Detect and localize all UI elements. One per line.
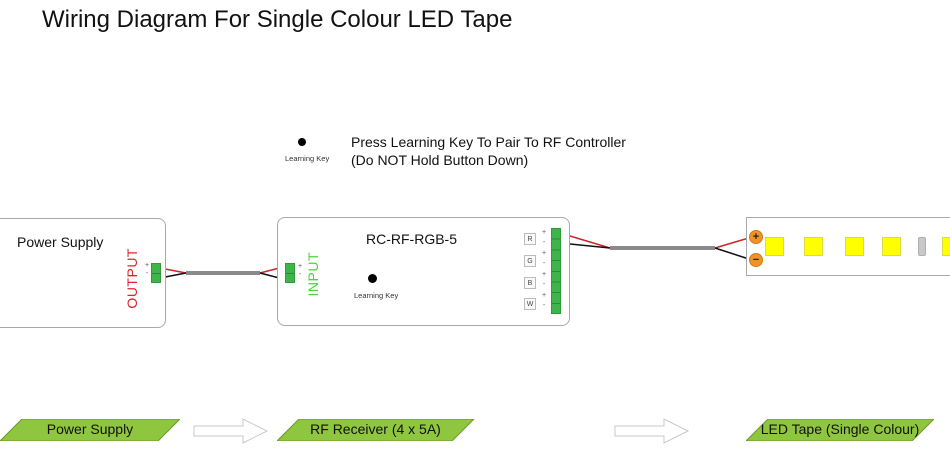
input-port-label: INPUT bbox=[305, 252, 321, 297]
pin-r-negative: - bbox=[542, 239, 546, 246]
rx-input-pin-positive: + bbox=[297, 263, 303, 270]
pin-b-positive: + bbox=[541, 271, 547, 278]
stage-banner-led-tape: LED Tape (Single Colour) bbox=[746, 419, 934, 441]
power-supply-box bbox=[0, 218, 166, 328]
stage-label: Power Supply bbox=[46, 421, 134, 437]
led-chip bbox=[804, 237, 823, 256]
wire-tape-negative bbox=[714, 247, 753, 261]
led-chip bbox=[765, 237, 784, 256]
channel-w-label: W bbox=[524, 298, 536, 310]
rx-output-terminal-block bbox=[551, 228, 561, 314]
pin-w-positive: + bbox=[541, 292, 547, 299]
receiver-model-label: RC-RF-RGB-5 bbox=[366, 231, 457, 247]
instruction-line-2: (Do NOT Hold Button Down) bbox=[351, 152, 529, 168]
learning-key-label: Learning Key bbox=[354, 291, 399, 300]
diagram-title: Wiring Diagram For Single Colour LED Tap… bbox=[42, 6, 513, 33]
wire-tape-positive bbox=[714, 236, 753, 249]
pin-w-negative: - bbox=[542, 302, 546, 309]
resistor bbox=[918, 237, 926, 256]
rx-input-pin-negative: - bbox=[298, 271, 302, 278]
channel-g-label: G bbox=[524, 255, 536, 267]
power-supply-label: Power Supply bbox=[17, 234, 104, 250]
pin-r-positive: + bbox=[541, 229, 547, 236]
pin-g-negative: - bbox=[542, 260, 546, 267]
stage-label: LED Tape (Single Colour) bbox=[760, 421, 920, 437]
flow-arrow-icon bbox=[193, 418, 269, 444]
instruction-line-1: Press Learning Key To Pair To RF Control… bbox=[351, 134, 626, 150]
rx-input-pin-markers: + - bbox=[297, 263, 303, 279]
learning-key-button[interactable] bbox=[368, 274, 377, 283]
pin-g-positive: + bbox=[541, 250, 547, 257]
led-chip bbox=[882, 237, 901, 256]
stage-label: RF Receiver (4 x 5A) bbox=[310, 421, 441, 437]
led-chip bbox=[845, 237, 864, 256]
channel-b-label: B bbox=[524, 277, 536, 289]
flow-arrow-icon bbox=[614, 418, 690, 444]
tape-negative-terminal: − bbox=[749, 253, 763, 267]
rf-receiver-box bbox=[277, 217, 570, 326]
pin-b-negative: - bbox=[542, 281, 546, 288]
ps-output-connector bbox=[151, 263, 161, 283]
channel-r-label: R bbox=[524, 233, 536, 245]
rx-input-connector bbox=[285, 263, 295, 283]
led-chip bbox=[942, 237, 950, 256]
learning-key-dot-icon bbox=[298, 138, 306, 146]
channel-pin-markers: + - + - + - + - bbox=[541, 229, 547, 313]
ps-pin-negative: - bbox=[145, 270, 149, 277]
output-port-label: OUTPUT bbox=[124, 248, 140, 309]
ps-pin-positive: + bbox=[144, 262, 150, 269]
stage-banner-rf-receiver: RF Receiver (4 x 5A) bbox=[277, 419, 474, 441]
stage-banner-power-supply: Power Supply bbox=[0, 419, 180, 441]
tape-positive-terminal: + bbox=[749, 230, 763, 244]
learning-key-legend-label: Learning Key bbox=[285, 154, 330, 163]
ps-pin-markers: + - bbox=[144, 262, 150, 278]
